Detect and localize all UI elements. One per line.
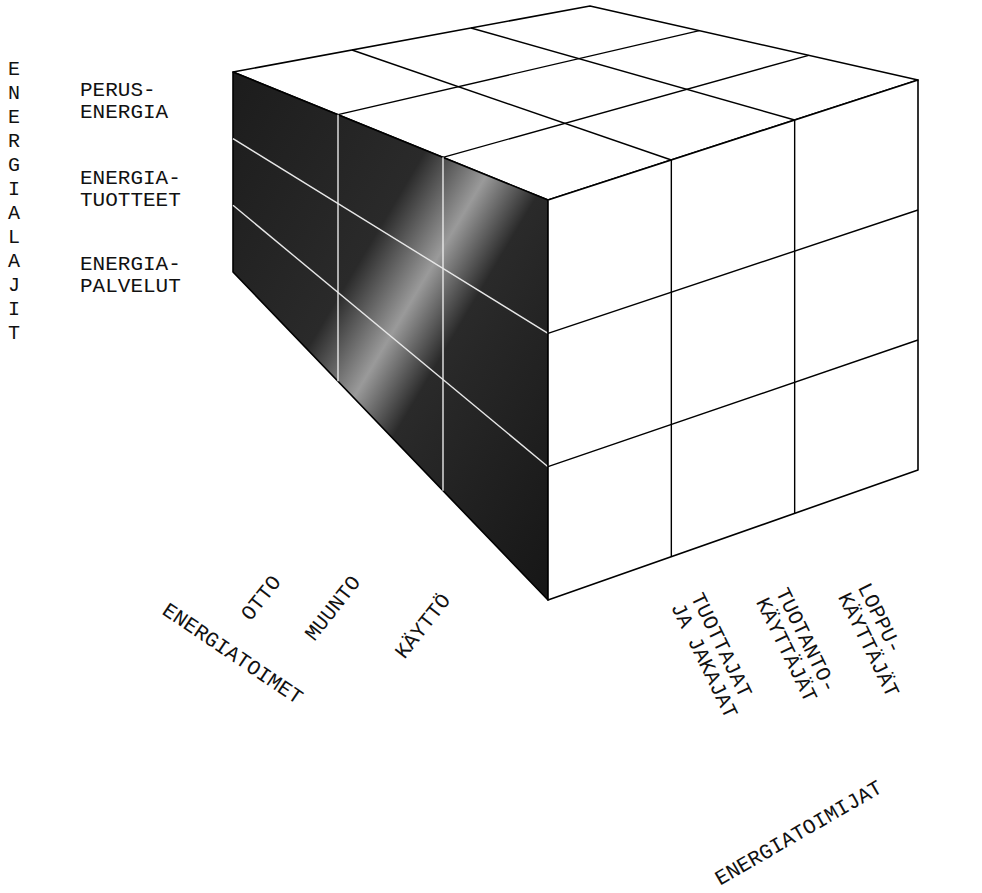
grid-line	[794, 120, 795, 513]
grid-line	[442, 157, 443, 490]
column-label: KÄYTTÖ	[392, 571, 471, 663]
row-label: ENERGIA- TUOTTEET	[80, 168, 190, 212]
grid-line	[548, 210, 918, 333]
row-label: ENERGIA- PALVELUT	[80, 254, 190, 298]
cube-right-face	[548, 80, 918, 600]
grid-line	[233, 139, 548, 334]
column-label: MUUNTO	[302, 553, 381, 645]
grid-line	[671, 160, 672, 557]
column-label: TUOTTAJAT JA JAKAJAT	[665, 590, 766, 735]
row-label: PERUS- ENERGIA	[80, 80, 180, 124]
grid-line	[338, 31, 699, 115]
cube-left-face	[233, 72, 548, 600]
grid-line	[548, 340, 918, 467]
grid-line	[471, 28, 795, 120]
column-label: LOPPU- KÄYTTÄJÄT	[832, 580, 929, 716]
column-label: TUOTANTO- KÄYTTÄJÄT	[750, 585, 847, 721]
axis-title: ENERGIATOIMIJAT	[712, 742, 948, 891]
grid-line	[233, 205, 548, 466]
grid-line	[337, 115, 338, 382]
cube-left-face-grid	[233, 115, 548, 491]
cube-right-face-grid	[548, 120, 918, 557]
axis-title: ENERGIALAJIT	[8, 58, 28, 346]
column-label: OTTO	[238, 549, 305, 626]
